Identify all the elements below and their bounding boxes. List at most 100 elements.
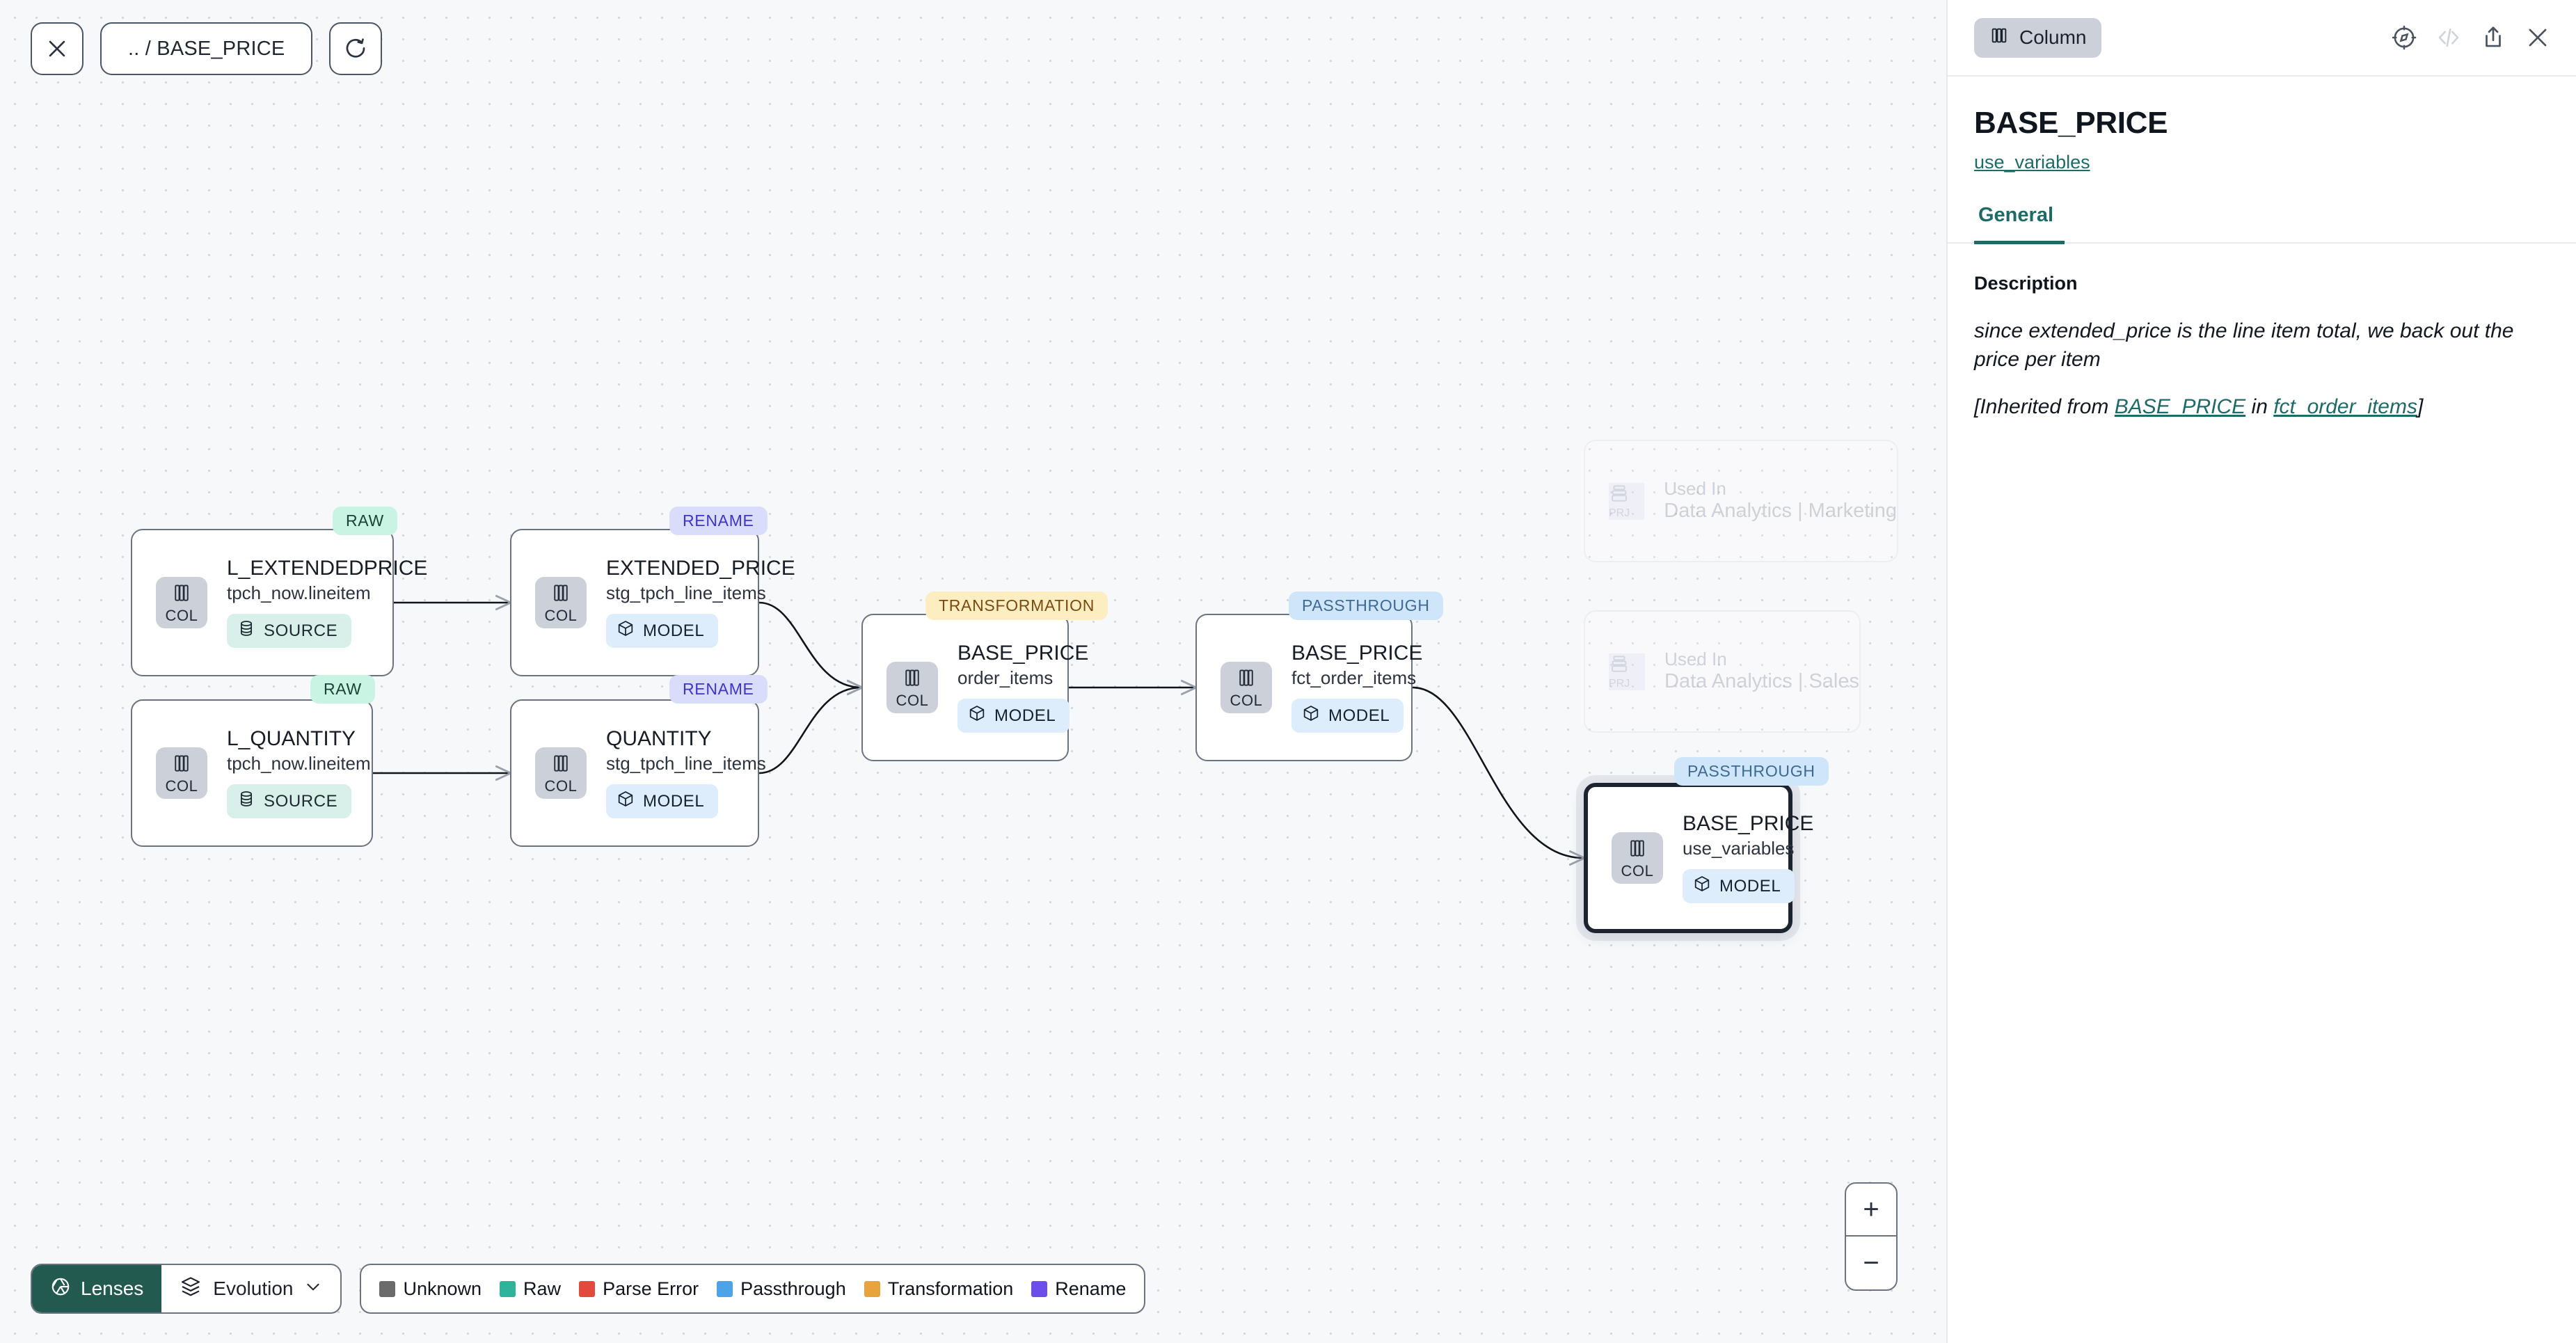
column-icon (1236, 667, 1257, 692)
legend-label: Rename (1055, 1278, 1127, 1299)
node-tag-passthrough: PASSTHROUGH (1674, 757, 1829, 786)
legend-label: Parse Error (603, 1278, 699, 1299)
node-subtitle: fct_order_items (1291, 667, 1417, 689)
zoom-out-button[interactable]: − (1863, 1247, 1879, 1278)
node-kind-label: MODEL (643, 621, 705, 640)
close-icon (45, 37, 69, 61)
legend-label: Unknown (403, 1278, 482, 1299)
tab-general[interactable]: General (1974, 204, 2065, 244)
evolution-dropdown[interactable]: Evolution (161, 1265, 340, 1312)
close-icon[interactable] (2525, 24, 2551, 51)
column-type-badge: COL (535, 577, 587, 628)
node-kind-badge: MODEL (606, 614, 719, 649)
node-tag-transformation: TRANSFORMATION (925, 591, 1108, 620)
entity-type-chip[interactable]: Column (1974, 17, 2102, 58)
cube-icon (1693, 875, 1711, 898)
parent-model-link-wrap: use_variables (1948, 141, 2576, 173)
legend-swatch (864, 1280, 880, 1297)
column-icon (1627, 838, 1648, 862)
legend-swatch (1031, 1280, 1048, 1297)
legend-swatch (717, 1280, 733, 1297)
description-heading: Description (1974, 273, 2078, 294)
code-icon[interactable] (2435, 24, 2462, 51)
node-title: EXTENDED_PRICE (606, 556, 795, 580)
aperture-icon (50, 1276, 71, 1302)
node-kind-label: MODEL (1328, 706, 1390, 725)
cube-icon (968, 704, 986, 727)
inherited-mid: in (2245, 395, 2274, 418)
project-badge-label: PRJ (1609, 677, 1630, 690)
legend-item[interactable]: Raw (500, 1278, 561, 1300)
inherited-column-link[interactable]: BASE_PRICE (2114, 395, 2246, 418)
chevron-down-icon (304, 1278, 322, 1301)
legend-item[interactable]: Unknown (379, 1278, 482, 1300)
parent-model-link[interactable]: use_variables (1974, 152, 2090, 173)
inherited-note: [Inherited from BASE_PRICE in fct_order_… (1974, 392, 2550, 421)
node-kind-badge: SOURCE (227, 614, 352, 649)
node-kind-badge: MODEL (1291, 699, 1404, 733)
project-icon (1609, 484, 1630, 507)
legend-item[interactable]: Parse Error (579, 1278, 699, 1300)
zoom-in-button[interactable]: + (1846, 1184, 1896, 1237)
lenses-button[interactable]: Lenses (32, 1265, 162, 1312)
cube-icon (617, 790, 635, 813)
column-icon (171, 753, 192, 777)
node-subtitle: stg_tpch_line_items (606, 582, 766, 604)
node-kind-label: SOURCE (264, 791, 338, 811)
share-icon[interactable] (2480, 24, 2506, 51)
legend-swatch (379, 1280, 396, 1297)
panel-header-actions (2391, 24, 2551, 51)
legend-item[interactable]: Passthrough (717, 1278, 846, 1300)
legend-item[interactable]: Rename (1031, 1278, 1126, 1300)
column-type-badge: COL (1221, 662, 1272, 713)
node-kind-badge: SOURCE (227, 784, 352, 819)
inherited-model-link[interactable]: fct_order_items (2273, 395, 2417, 418)
column-type-badge: COL (156, 747, 207, 799)
node-tag-passthrough: PASSTHROUGH (1289, 591, 1443, 620)
project-type-badge: PRJ (1609, 482, 1645, 520)
node-kind-badge: MODEL (606, 784, 719, 819)
panel-tabs: General (1948, 204, 2576, 244)
project-badge-label: PRJ (1609, 507, 1630, 519)
project-type-badge: PRJ (1609, 653, 1646, 690)
column-badge-label: COL (1230, 691, 1263, 709)
description-body: since extended_price is the line item to… (1974, 317, 2550, 421)
database-icon (237, 790, 255, 813)
node-subtitle: order_items (957, 667, 1054, 689)
refresh-button[interactable] (329, 22, 383, 75)
node-title: BASE_PRICE (1291, 641, 1423, 665)
refresh-icon (344, 37, 367, 61)
description-text: since extended_price is the line item to… (1974, 319, 2514, 372)
compass-icon[interactable] (2391, 24, 2417, 51)
node-kind-badge: MODEL (1683, 869, 1795, 904)
breadcrumb[interactable]: .. / BASE_PRICE (100, 22, 313, 75)
node-tag-rename: RENAME (669, 507, 768, 535)
used-in-project: Data Analytics | Sales (1664, 670, 1859, 693)
project-icon (1609, 655, 1630, 677)
close-button[interactable] (31, 22, 84, 75)
node-title: BASE_PRICE (1683, 811, 1814, 835)
node-kind-label: SOURCE (264, 621, 338, 640)
inherited-suffix: ] (2417, 395, 2424, 418)
legend-item[interactable]: Transformation (864, 1278, 1014, 1300)
node-kind-label: MODEL (643, 791, 705, 811)
column-icon (171, 582, 192, 607)
column-badge-label: COL (544, 777, 578, 795)
legend-label: Transformation (887, 1278, 1014, 1299)
used-in-project: Data Analytics | Marketing (1664, 500, 1897, 523)
column-icon (1989, 26, 2009, 50)
cube-icon (1302, 704, 1320, 727)
column-icon (550, 753, 571, 777)
